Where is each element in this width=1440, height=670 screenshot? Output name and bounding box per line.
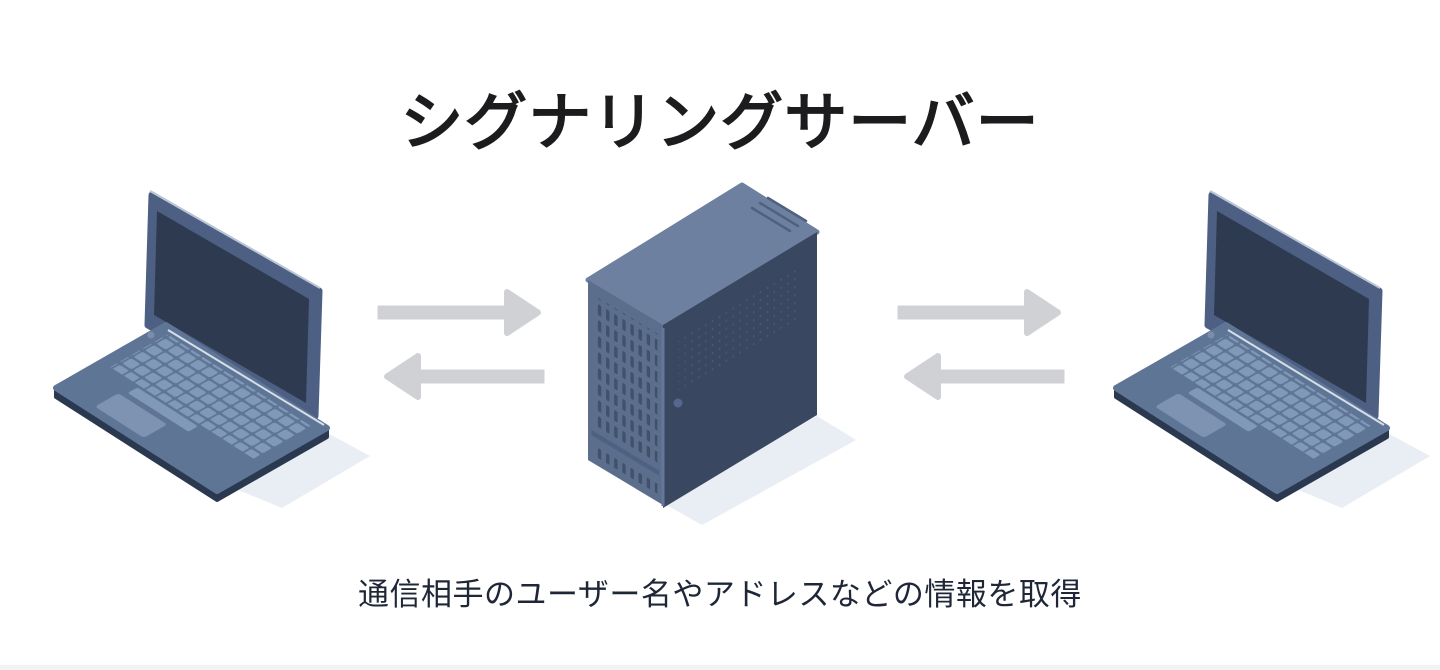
diagram-title: シグナリングサーバー [400,88,1040,159]
server-icon [580,170,870,525]
bidirectional-arrows-left [370,283,555,408]
bottom-divider [0,665,1440,670]
laptop-right-icon [1100,178,1430,513]
laptop-left-icon [40,178,370,513]
diagram-caption: 通信相手のユーザー名やアドレスなどの情報を取得 [358,577,1082,612]
bidirectional-arrows-right [890,283,1075,408]
